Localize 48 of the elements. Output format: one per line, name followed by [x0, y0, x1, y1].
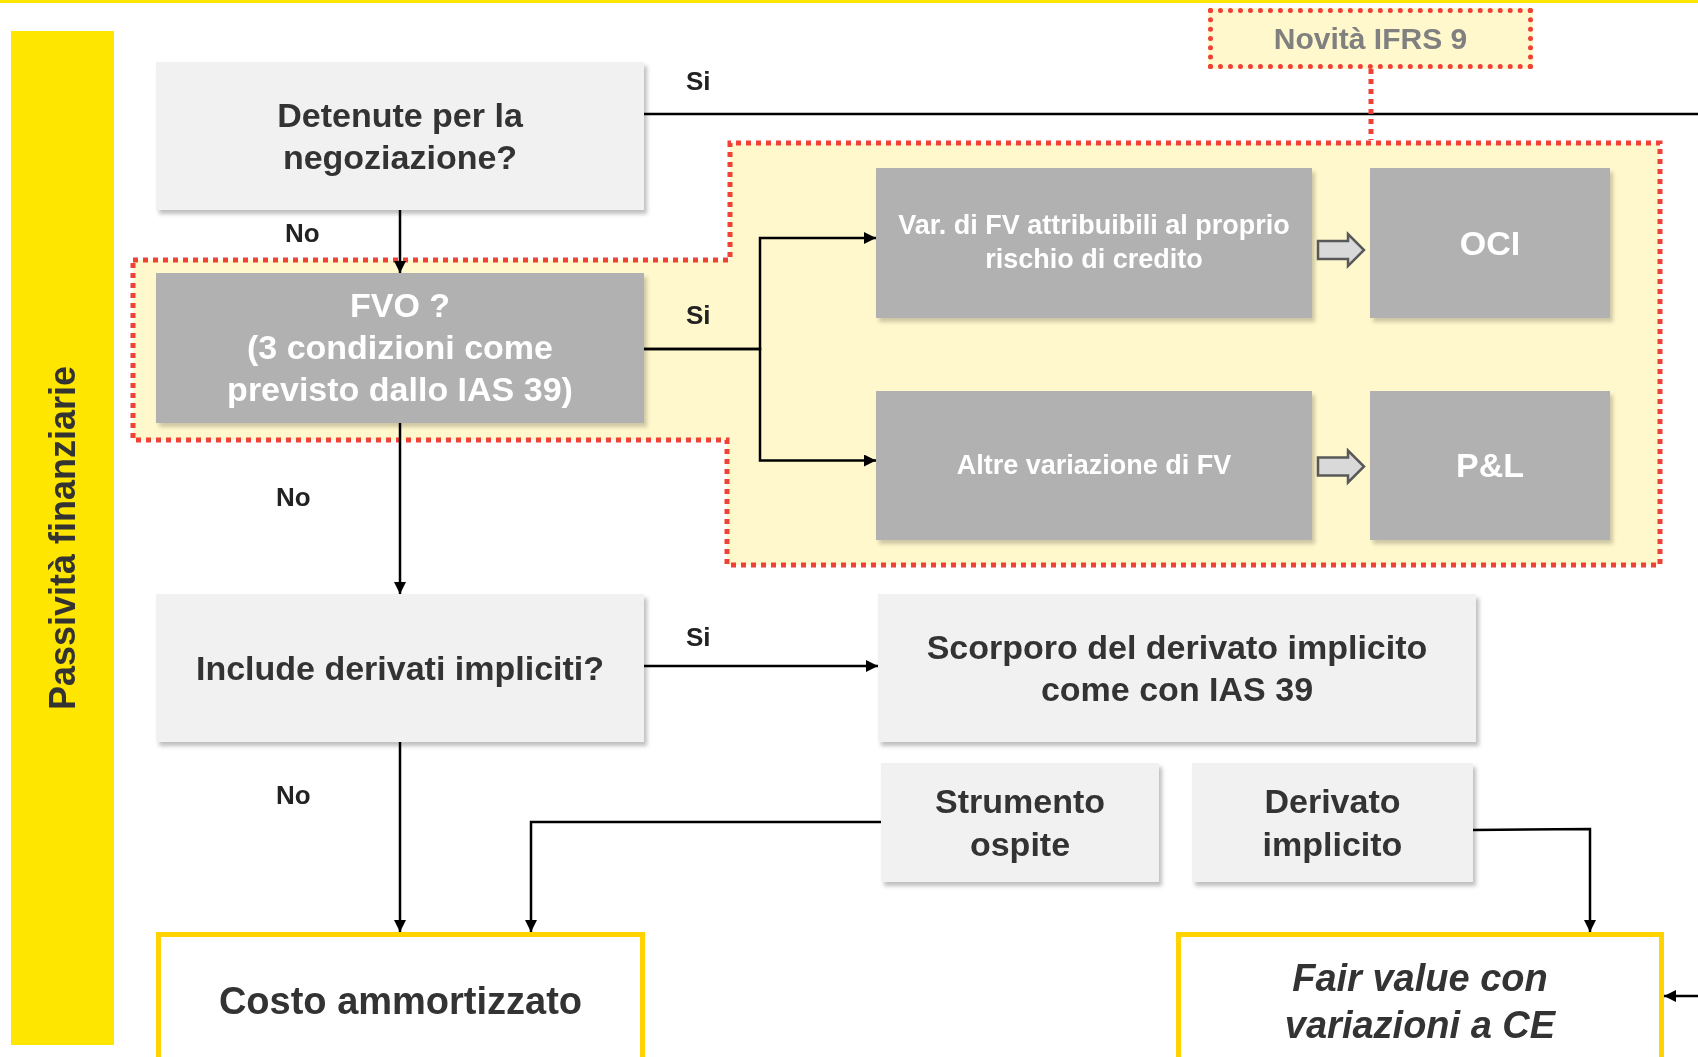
- band-title: Passività finanziarie: [41, 365, 84, 711]
- arrow: [394, 423, 406, 594]
- decision-box: [156, 594, 644, 742]
- node-text: Detenute per la negoziazione?: [276, 94, 524, 178]
- node-text: (3 condizioni come previsto dallo IAS 39): [226, 326, 574, 411]
- edge-label: Si: [686, 300, 711, 331]
- arrow: [1664, 990, 1698, 1002]
- edge-label: Si: [686, 622, 711, 653]
- node-text: Var. di FV attribuibili al proprio rischio di credito: [897, 209, 1291, 276]
- edge-label: No: [276, 780, 311, 811]
- node-text: FVO ?: [348, 285, 452, 326]
- node-text: Fair value con variazioni a CE: [1283, 955, 1557, 1048]
- arrow: [394, 742, 406, 932]
- node-text: Scorporo del derivato implicito come con IAS 39: [925, 626, 1429, 710]
- decision-box: [156, 62, 644, 210]
- side-band: [11, 31, 114, 1045]
- process-box: [1370, 391, 1610, 540]
- arrow: [644, 660, 878, 672]
- node-text: Altre variazione di FV: [955, 448, 1233, 482]
- edge-label: No: [285, 218, 320, 249]
- arrow: [394, 210, 406, 273]
- node-text: Include derivati impliciti?: [194, 647, 606, 689]
- decision-box: [1192, 763, 1473, 882]
- process-box: [876, 168, 1312, 318]
- arrow: [525, 820, 881, 932]
- block-arrow: [1316, 447, 1366, 486]
- node-text: Strumento ospite: [934, 781, 1106, 865]
- arrow: [1473, 827, 1596, 932]
- outcome-box: [156, 932, 645, 1057]
- node-text: Novità IFRS 9: [1273, 21, 1468, 56]
- process-box: [1370, 168, 1610, 318]
- node-text: Derivato implicito: [1261, 781, 1404, 865]
- connector-line: [644, 112, 1698, 116]
- process-box: [876, 391, 1312, 540]
- decision-box: [878, 594, 1476, 742]
- note-box: [1208, 8, 1533, 69]
- decision-box: [881, 763, 1159, 882]
- node-text: OCI: [1458, 222, 1522, 264]
- leader-line: [1368, 69, 1374, 140]
- node-text: P&L: [1455, 445, 1525, 487]
- edge-label: Si: [686, 66, 711, 97]
- node-text: Costo ammortizzato: [217, 979, 584, 1025]
- highlight-region: [130, 140, 1663, 568]
- block-arrow: [1316, 231, 1366, 269]
- edge-label: No: [276, 482, 311, 513]
- process-box: [156, 273, 644, 423]
- arrow: [644, 347, 876, 467]
- outcome-box: [1176, 932, 1664, 1057]
